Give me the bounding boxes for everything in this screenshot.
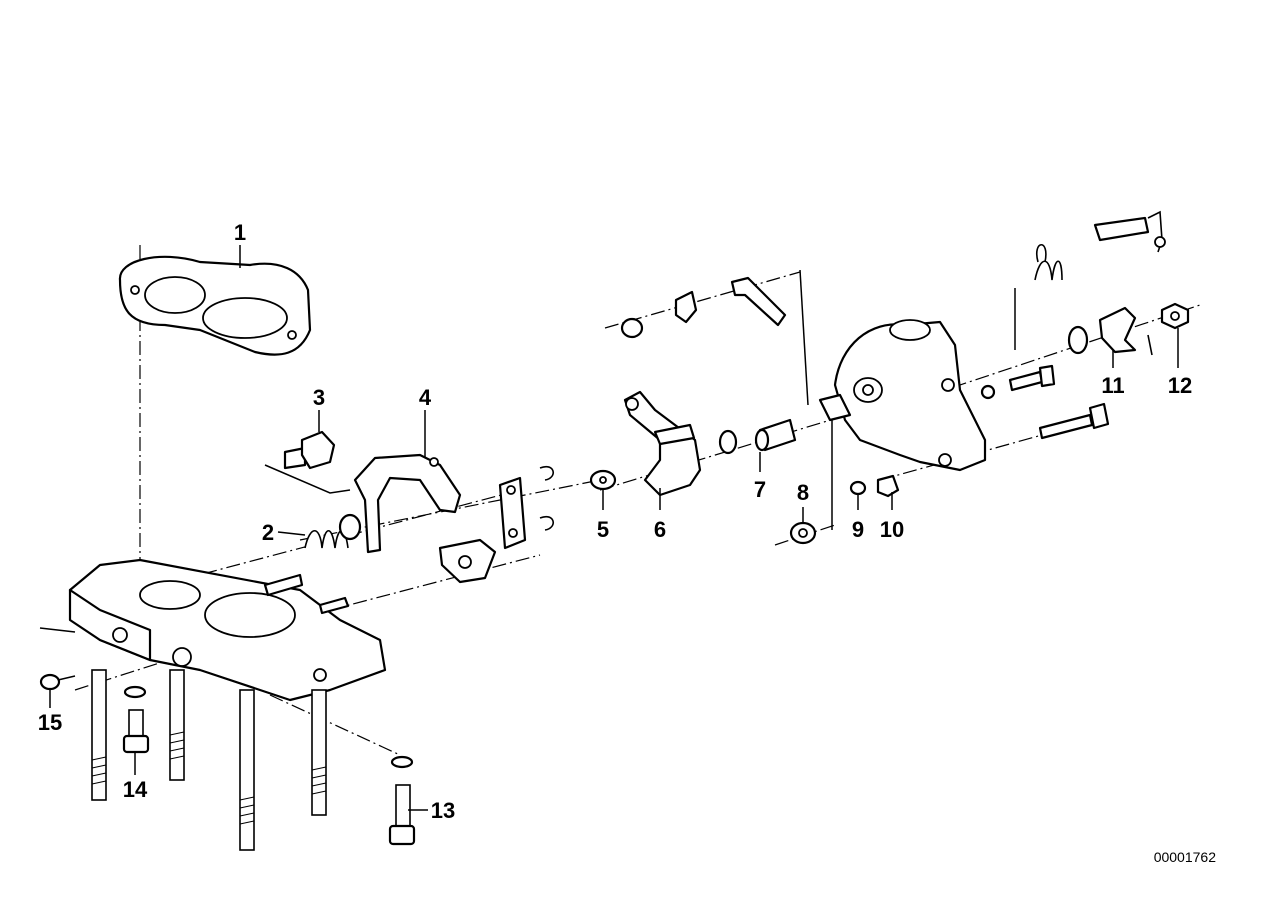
part-9-washer	[849, 480, 867, 496]
callout-8: 8	[797, 480, 809, 505]
mounting-studs	[91, 669, 327, 851]
part-15-screw	[39, 673, 76, 691]
part-10-clip	[876, 474, 900, 498]
part-11-lever	[1067, 306, 1153, 356]
linkage-bracket	[438, 465, 554, 584]
throttle-housing	[818, 319, 987, 472]
part-13-bolt	[388, 755, 416, 846]
callout-leaders	[49, 245, 1179, 811]
callout-5: 5	[597, 517, 609, 542]
callout-1: 1	[234, 220, 246, 245]
throttle-body	[39, 558, 387, 702]
right-bolts	[980, 364, 1110, 440]
spring-and-pin	[1034, 210, 1166, 281]
callout-9: 9	[852, 517, 864, 542]
callout-14: 14	[123, 777, 148, 802]
callout-11: 11	[1101, 373, 1124, 398]
part-6-lever	[623, 390, 702, 497]
nut-and-lever-upper	[620, 276, 787, 339]
callout-13: 13	[431, 798, 455, 823]
callout-12: 12	[1168, 373, 1192, 398]
callout-10: 10	[880, 517, 904, 542]
callout-6: 6	[654, 517, 666, 542]
callout-15: 15	[38, 710, 62, 735]
callout-4: 4	[419, 385, 432, 410]
part-12-nut	[1160, 302, 1190, 330]
part-3-bolt	[283, 430, 336, 470]
part-14-bolt	[122, 685, 150, 754]
callout-labels: 1 2 3 4 5 6 7 8 9 10 11 12 13 14 15	[38, 220, 1192, 823]
callout-2: 2	[262, 520, 274, 545]
part-4-lever	[353, 453, 462, 554]
part-8-nut	[789, 521, 817, 545]
callout-7: 7	[754, 477, 766, 502]
callout-3: 3	[313, 385, 325, 410]
part-2-spring	[304, 513, 362, 549]
document-number: 00001762	[1154, 849, 1217, 865]
part-1-gasket	[118, 255, 312, 356]
part-5-washer	[589, 469, 617, 491]
part-7-bushing	[718, 418, 797, 455]
